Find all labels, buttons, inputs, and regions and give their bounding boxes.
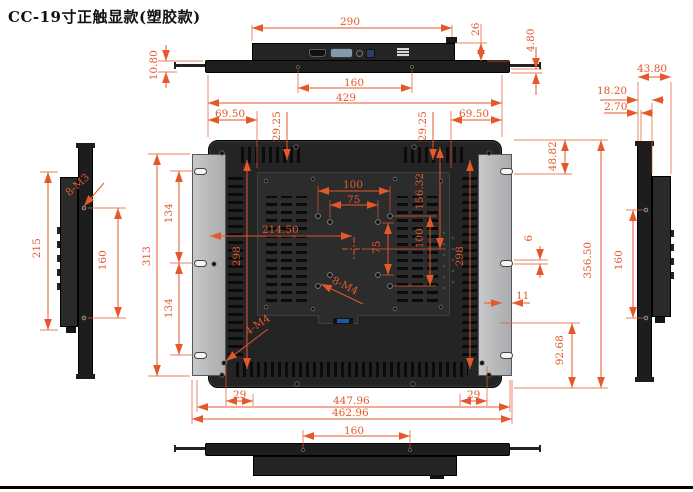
left-view-bottom-cap: [76, 374, 95, 379]
usb-port: [366, 49, 375, 58]
drawing-title: CC-19寸正触显款(塑胶款): [8, 8, 201, 26]
dim-label-total-width: 462.96: [332, 407, 369, 419]
right-view-button-3: [671, 258, 674, 265]
dim-label-back-width: 429: [336, 92, 357, 104]
top-view-right-tab: [510, 64, 540, 67]
dim-label-bracket-overhang: 11: [516, 290, 530, 302]
dim-label-top-panel-thickness: 10.80: [147, 50, 160, 81]
right-view-button-1: [671, 230, 674, 237]
bottom-view-rear-box: [253, 456, 457, 476]
dim-label-top-box-height: 26: [469, 22, 482, 36]
dim-label-top-width: 290: [340, 16, 361, 28]
bottom-view-stub: [430, 475, 444, 479]
dim-label-bottom-edge-right: 29: [467, 389, 481, 401]
dim-label-back-top-inset-left: 29.25: [270, 111, 283, 142]
dim-label-right-top-offset: 48.82: [546, 141, 559, 172]
top-view-panel-bar: [205, 60, 510, 73]
page-footer-rule: [0, 486, 693, 489]
dim-label-side-body-depth: 18.20: [597, 85, 628, 97]
bottom-view-right-tab-end: [539, 445, 541, 452]
dim-label-back-right-inset: 69.50: [459, 108, 490, 120]
vga-port: [330, 48, 353, 58]
top-view-left-tab: [175, 64, 205, 67]
right-view-rear-box: [652, 176, 671, 317]
top-view-left-tab-end: [174, 62, 176, 69]
plate-vent-left-2: [281, 196, 292, 302]
dim-label-side-lip: 2.70: [604, 101, 628, 113]
bottom-view-right-tab: [510, 447, 540, 450]
left-view-button-3: [57, 255, 60, 262]
right-view-top-cap: [635, 141, 654, 146]
plate-vent-right-1: [397, 196, 408, 302]
dim-label-cutout-right: 298: [453, 246, 466, 267]
right-view-button-4: [671, 272, 674, 279]
dim-label-right-hole-spacing: 160: [612, 250, 625, 271]
dim-label-vesa-width-75: 75: [347, 194, 361, 206]
dim-label-right-hole-gap: 6: [522, 234, 535, 242]
bottom-vent: [236, 362, 468, 377]
dim-label-top-bezel-lip: 4.80: [524, 28, 537, 52]
dim-label-left-hole-spacing: 160: [96, 250, 109, 271]
right-view-button-2: [671, 244, 674, 251]
bottom-view-panel-bar: [205, 443, 510, 456]
dim-label-vesa-height-75: 75: [370, 240, 383, 254]
dim-label-mount-width: 447.96: [333, 395, 370, 407]
dim-label-back-left-inset: 69.50: [215, 108, 246, 120]
dim-label-bracket-hole-upper: 134: [162, 203, 175, 224]
left-bracket-slot-mid: [194, 260, 207, 267]
hdmi-port: [309, 49, 326, 57]
left-view-button-2: [57, 241, 60, 248]
dim-label-bracket-height: 313: [140, 246, 153, 267]
power-button: [446, 37, 457, 43]
left-bracket-slot-top: [194, 168, 207, 175]
right-bracket-slot-bottom: [500, 352, 513, 359]
dim-label-bottom-edge-left: 29: [233, 389, 247, 401]
plate-vent-left-3: [296, 196, 307, 302]
right-view-panel: [637, 143, 652, 380]
left-bracket-slot-bottom: [194, 352, 207, 359]
left-view-top-cap: [76, 143, 95, 148]
dim-label-bracket-hole-lower: 134: [162, 298, 175, 319]
dim-label-vesa-width-100: 100: [343, 179, 364, 191]
dim-label-total-height: 356.50: [581, 241, 594, 279]
top-view-right-tab-end: [539, 62, 541, 69]
dim-label-back-top-inset-right: 29.25: [416, 111, 429, 142]
audio-jack: [356, 50, 363, 57]
dim-label-left-body-height: 215: [30, 238, 43, 259]
top-view-rear-box: [252, 43, 455, 61]
left-view-button-5: [57, 283, 60, 290]
bottom-view-left-tab: [175, 447, 205, 450]
left-view-rear-box: [60, 177, 78, 327]
top-vent-right: [404, 147, 466, 163]
right-view-bottom-cap: [635, 377, 654, 382]
right-view-stub: [655, 317, 665, 323]
plate-vent-right-3: [427, 196, 438, 302]
right-bracket-slot-mid: [500, 260, 513, 267]
dim-label-right-bottom-offset: 92.68: [553, 335, 566, 366]
left-view-stub: [66, 327, 76, 333]
dim-label-bottom-hole-spacing: 160: [344, 425, 365, 437]
side-vent-left: [228, 176, 243, 356]
right-bracket-slot-top: [500, 168, 513, 175]
left-view-button-1: [57, 227, 60, 234]
dim-label-top-hole-spacing: 160: [344, 77, 365, 89]
dim-label-center-offset: 214.50: [262, 224, 299, 236]
power-terminal: [396, 47, 410, 58]
plate-vent-left-1: [266, 196, 277, 302]
dim-label-vesa-top-offset: 156.32: [413, 172, 426, 210]
dim-label-side-total-depth: 43.80: [637, 63, 668, 75]
left-view-button-4: [57, 269, 60, 276]
board-connector-pin: [337, 319, 349, 323]
bottom-view-left-tab-end: [174, 445, 176, 452]
dim-label-cutout-left: 298: [230, 246, 243, 267]
